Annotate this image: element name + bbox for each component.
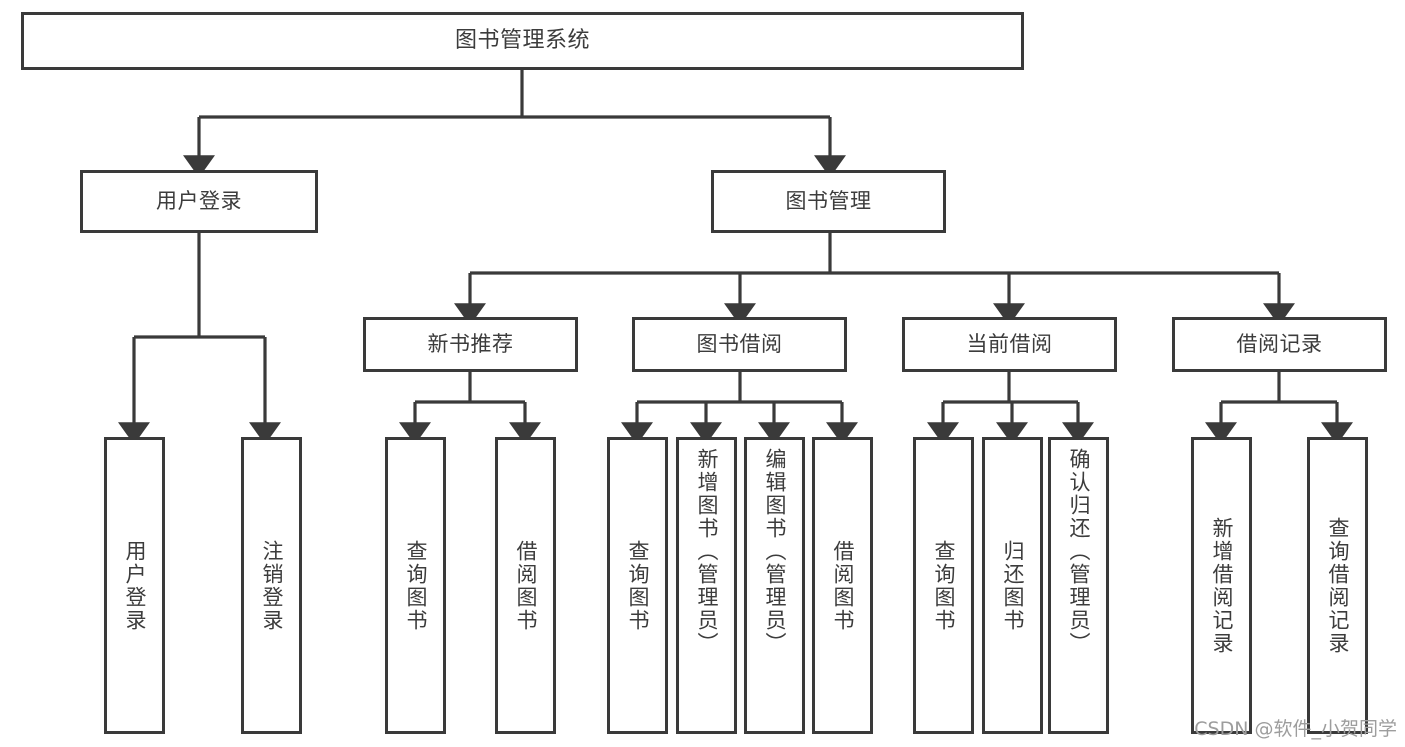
leaf-label: 借阅图书 [514,539,538,632]
leaf-user-login[interactable]: 用户登录 [104,437,165,734]
leaf-label: 新增借阅记录 [1210,516,1234,655]
leaf-query-book-recommend[interactable]: 查询图书 [385,437,446,734]
leaf-borrow-book[interactable]: 借阅图书 [812,437,873,734]
leaf-label: 确认归还（管理员） [1067,448,1091,655]
leaf-logout[interactable]: 注销登录 [241,437,302,734]
leaf-edit-book-admin[interactable]: 编辑图书（管理员） [744,437,805,734]
node-label: 当前借阅 [966,332,1053,357]
leaf-query-borrow-record[interactable]: 查询借阅记录 [1307,437,1368,734]
leaf-label: 查询图书 [932,539,956,632]
node-label: 图书管理系统 [454,28,590,54]
node-borrowing-record[interactable]: 借阅记录 [1172,317,1387,372]
node-current-borrowing[interactable]: 当前借阅 [902,317,1117,372]
leaf-label: 注销登录 [260,539,284,632]
node-book-management[interactable]: 图书管理 [711,170,946,233]
node-label: 借阅记录 [1236,332,1323,357]
node-user-login[interactable]: 用户登录 [80,170,318,233]
leaf-label: 查询图书 [626,539,650,632]
leaf-add-book-admin[interactable]: 新增图书（管理员） [676,437,737,734]
node-label: 用户登录 [156,189,242,214]
node-label: 图书借阅 [696,332,783,357]
leaf-label: 新增图书（管理员） [695,448,719,655]
node-label: 图书管理 [785,189,872,214]
leaf-label: 编辑图书（管理员） [763,448,787,655]
leaf-query-book-borrow[interactable]: 查询图书 [607,437,668,734]
leaf-borrow-book-recommend[interactable]: 借阅图书 [495,437,556,734]
leaf-return-book[interactable]: 归还图书 [982,437,1043,734]
watermark: CSDN @软件_小贺同学 [1194,718,1397,740]
node-book-borrowing[interactable]: 图书借阅 [632,317,847,372]
leaf-query-book-current[interactable]: 查询图书 [913,437,974,734]
leaf-confirm-return-admin[interactable]: 确认归还（管理员） [1048,437,1109,734]
leaf-label: 借阅图书 [831,539,855,632]
leaf-label: 查询图书 [404,539,428,632]
node-root-book-management-system[interactable]: 图书管理系统 [21,12,1024,70]
leaf-add-borrow-record[interactable]: 新增借阅记录 [1191,437,1252,734]
node-new-book-recommendation[interactable]: 新书推荐 [363,317,578,372]
node-label: 新书推荐 [427,332,514,357]
leaf-label: 用户登录 [123,539,147,632]
leaf-label: 归还图书 [1001,539,1025,632]
leaf-label: 查询借阅记录 [1326,516,1350,655]
